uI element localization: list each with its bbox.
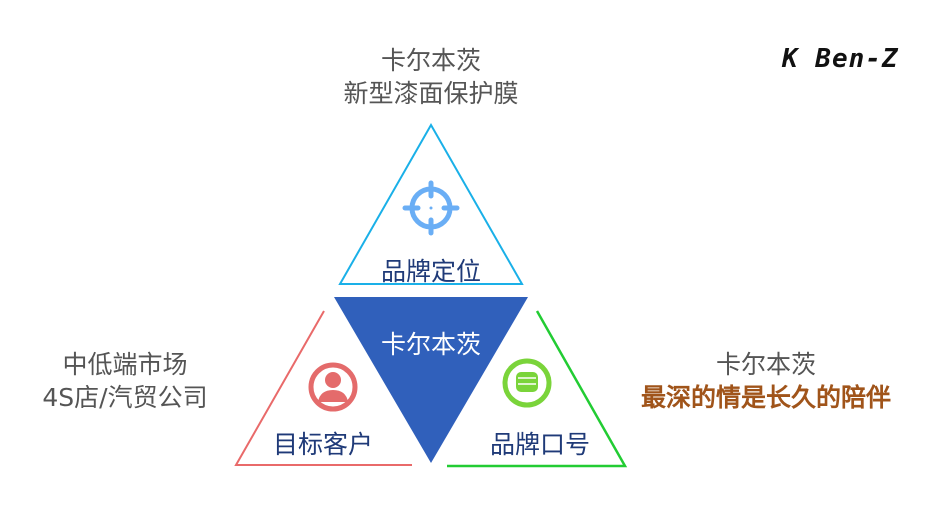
target-icon xyxy=(402,180,460,236)
right-caption-line1: 卡尔本茨 xyxy=(715,350,816,379)
segment-brand-slogan: 品牌口号 xyxy=(489,430,590,459)
top-caption: 卡尔本茨 新型漆面保护膜 xyxy=(330,44,532,110)
left-caption: 中低端市场 4S店/汽贸公司 xyxy=(20,348,230,414)
segment-target-customers: 目标客户 xyxy=(272,430,373,459)
center-brand-name: 卡尔本茨 xyxy=(380,330,481,359)
segment-brand-positioning: 品牌定位 xyxy=(380,257,481,286)
top-triangle xyxy=(338,122,524,285)
brand-slogan: 最深的情是长久的陪伴 xyxy=(640,383,891,412)
top-caption-line2: 新型漆面保护膜 xyxy=(343,79,519,108)
fist-icon xyxy=(502,358,552,408)
center-triangle xyxy=(334,297,528,463)
brand-logo: K Ben-Z xyxy=(782,44,899,74)
left-triangle xyxy=(234,310,412,466)
user-icon xyxy=(308,362,358,412)
left-caption-line2: 4S店/汽贸公司 xyxy=(42,383,208,412)
right-caption: 卡尔本茨 最深的情是长久的陪伴 xyxy=(616,348,916,414)
top-caption-line1: 卡尔本茨 xyxy=(380,46,481,75)
right-triangle xyxy=(447,310,628,468)
left-caption-line1: 中低端市场 xyxy=(62,350,188,379)
